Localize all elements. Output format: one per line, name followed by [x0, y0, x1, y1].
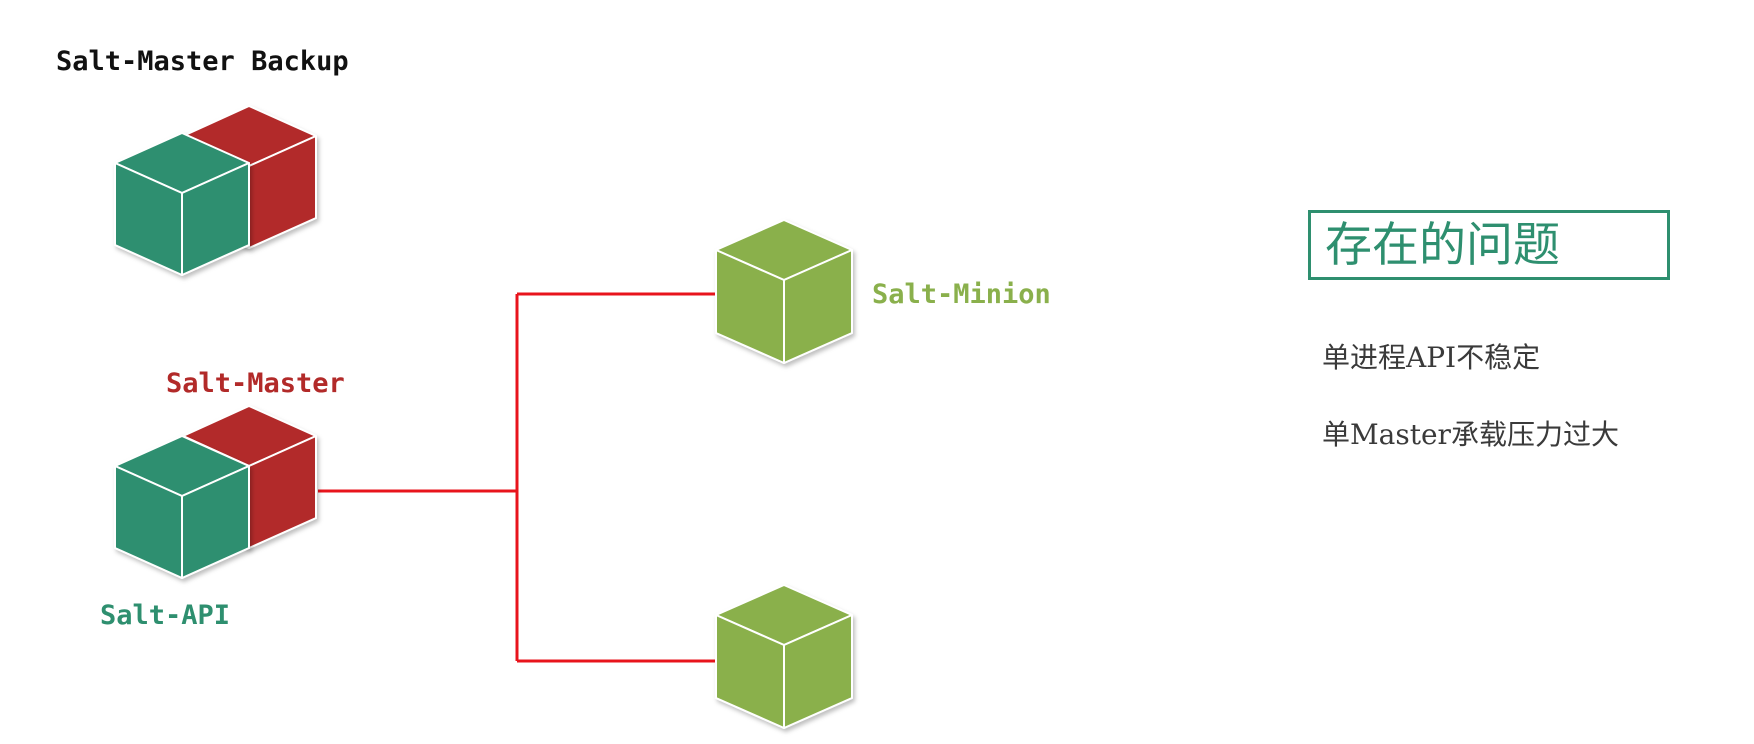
- salt-master-label: Salt-Master: [166, 368, 345, 399]
- connector-lines: [318, 292, 720, 663]
- issues-title: 存在的问题: [1325, 218, 1560, 273]
- salt-api-cube: [114, 435, 250, 579]
- backup-label: Salt-Master Backup: [56, 46, 349, 77]
- salt-minion-cube-bottom: [715, 584, 853, 729]
- issue-item: 单进程API不稳定: [1322, 341, 1541, 374]
- issues-title-box: 存在的问题: [1308, 210, 1670, 280]
- salt-minion-label: Salt-Minion: [872, 279, 1051, 310]
- backup-api-cube: [114, 132, 250, 276]
- salt-api-label: Salt-API: [100, 600, 231, 631]
- issue-item: 单Master承载压力过大: [1322, 418, 1619, 451]
- salt-minion-cube-top: [715, 219, 853, 364]
